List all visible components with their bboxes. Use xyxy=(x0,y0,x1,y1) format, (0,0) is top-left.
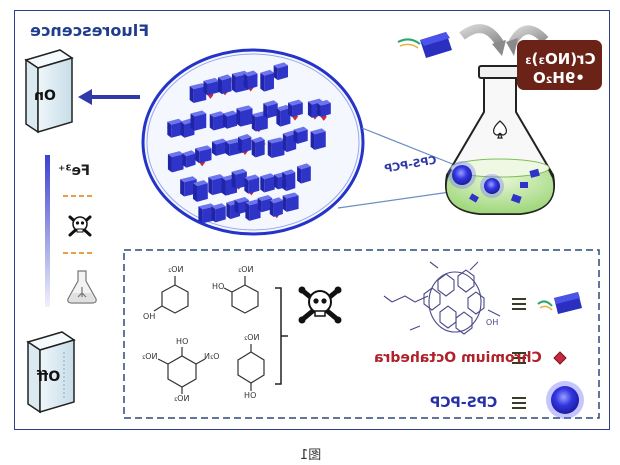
cuvette-off-icon xyxy=(26,331,76,414)
framework-block xyxy=(167,118,183,138)
chem-label-no2-d-text: NO₂ xyxy=(244,333,260,342)
framework-block xyxy=(282,192,299,212)
chem-label-ho-a: HO xyxy=(143,312,155,321)
framework-block xyxy=(192,180,208,202)
chromium-nitrate-badge xyxy=(517,40,602,90)
framework-block xyxy=(237,134,252,154)
legend-sphere-icon xyxy=(546,381,584,419)
chem-label-no2-a-text: NO₂ xyxy=(168,265,184,274)
cps-pcp-legend-label: CPS-PCP xyxy=(430,395,497,411)
chem-label-oh-c-text: OH xyxy=(176,337,189,346)
chem-label-oh-b: OH xyxy=(212,282,224,291)
framework-block xyxy=(297,163,311,184)
on-text: On xyxy=(34,88,56,104)
framework-block xyxy=(269,197,283,217)
legend-box xyxy=(123,249,600,419)
chem-label-no2-b-text: NO₂ xyxy=(238,265,254,274)
chromium-nitrate-line1: Cr(NO₃)₃ xyxy=(525,50,596,68)
framework-block xyxy=(257,195,273,213)
chem-label-no2-b: NO₂ xyxy=(238,265,254,274)
framework-block xyxy=(189,83,207,104)
chem-label-ho-a-text: HO xyxy=(143,312,156,321)
chem-label-oh-d: OH xyxy=(244,391,256,400)
framework-block xyxy=(208,174,225,196)
off-label: Off xyxy=(37,369,60,385)
framework-block xyxy=(231,168,247,190)
fe-ion-label: Fe³⁺ xyxy=(58,163,90,179)
framework-block xyxy=(209,111,225,131)
framework-block xyxy=(273,62,288,81)
framework-block xyxy=(316,99,331,118)
chem-label-ho-pillar-text: HO xyxy=(486,318,499,327)
framework-block xyxy=(182,150,196,168)
skull-crossbones-large-icon xyxy=(298,286,342,324)
pillararene-structure xyxy=(383,261,501,335)
figure-caption-text: 图1 xyxy=(300,448,322,463)
framework-block xyxy=(263,100,278,119)
chromium-octahedra-label: Chromium Octahedra xyxy=(374,350,542,366)
chem-label-no2-c1-text: NO₂ xyxy=(142,352,158,361)
framework-block xyxy=(223,110,238,129)
arrow-left-icon xyxy=(78,89,140,105)
framework-block xyxy=(217,74,232,95)
cuvette-on-icon xyxy=(24,49,74,134)
chem-label-no2-c1: NO₂ xyxy=(142,352,158,361)
framework-block xyxy=(260,69,274,92)
chem-label-no2-d: NO₂ xyxy=(244,333,260,342)
framework-block xyxy=(203,77,220,96)
framework-block xyxy=(243,70,258,90)
chem-label-oh-c: OH xyxy=(176,337,188,346)
chem-label-o2n-c: O₂N xyxy=(204,352,220,361)
on-label: On xyxy=(34,88,56,104)
framework-block xyxy=(167,151,184,173)
framework-block xyxy=(267,137,285,158)
chromium-octahedra-text: Chromium Octahedra xyxy=(374,350,542,366)
framework-block xyxy=(288,99,303,118)
spade-icon xyxy=(493,120,507,139)
chem-label-oh-d-text: OH xyxy=(244,391,257,400)
reaction-flask xyxy=(445,65,555,215)
framework-structure xyxy=(167,62,331,224)
fluorescence-text: Fluorescence xyxy=(30,21,150,40)
framework-block xyxy=(276,104,291,127)
off-text: Off xyxy=(37,369,61,385)
framework-block xyxy=(293,126,308,144)
legend-linker-icon xyxy=(537,292,582,314)
chem-label-oh-b-text: OH xyxy=(212,282,225,291)
framework-block xyxy=(260,173,275,193)
fluorescence-label: Fluorescence xyxy=(30,21,149,40)
framework-block xyxy=(211,138,227,156)
framework-block xyxy=(251,136,265,158)
framework-block xyxy=(244,174,260,194)
chem-label-no2-c2-text: NO₂ xyxy=(174,394,190,403)
intensity-gradient-bar xyxy=(45,155,50,307)
flask-icon xyxy=(67,270,97,304)
chem-label-no2-c2: NO₂ xyxy=(174,394,190,403)
callout-line-bottom xyxy=(337,191,451,209)
linker-molecule-icon xyxy=(397,32,452,58)
framework-block xyxy=(195,145,212,164)
framework-block xyxy=(190,110,207,131)
chromium-nitrate-line1-text: Cr(NO₃)₃ xyxy=(525,50,596,68)
chromium-nitrate-line2: •9H₂O xyxy=(533,69,585,87)
framework-block xyxy=(282,169,296,192)
legend-octahedron-icon xyxy=(553,351,567,365)
cps-pcp-legend-text: CPS-PCP xyxy=(430,395,498,411)
callout-line-top xyxy=(361,127,456,166)
nitrophenol-structures xyxy=(153,276,288,394)
fe-ion-text: Fe³⁺ xyxy=(58,163,91,179)
framework-block xyxy=(310,128,326,150)
equals-signs xyxy=(512,298,526,409)
chem-label-o2n-c-text: O₂N xyxy=(204,352,220,361)
curved-arrow-icon xyxy=(459,24,549,56)
chromium-nitrate-line2-text: •9H₂O xyxy=(533,69,585,87)
skull-crossbones-icon xyxy=(68,215,92,237)
figure-caption: 图1 xyxy=(300,444,321,463)
chem-label-ho-pillar: HO xyxy=(486,318,498,327)
framework-block xyxy=(236,105,253,127)
framework-block xyxy=(211,203,226,223)
chem-label-no2-a: NO₂ xyxy=(168,265,184,274)
